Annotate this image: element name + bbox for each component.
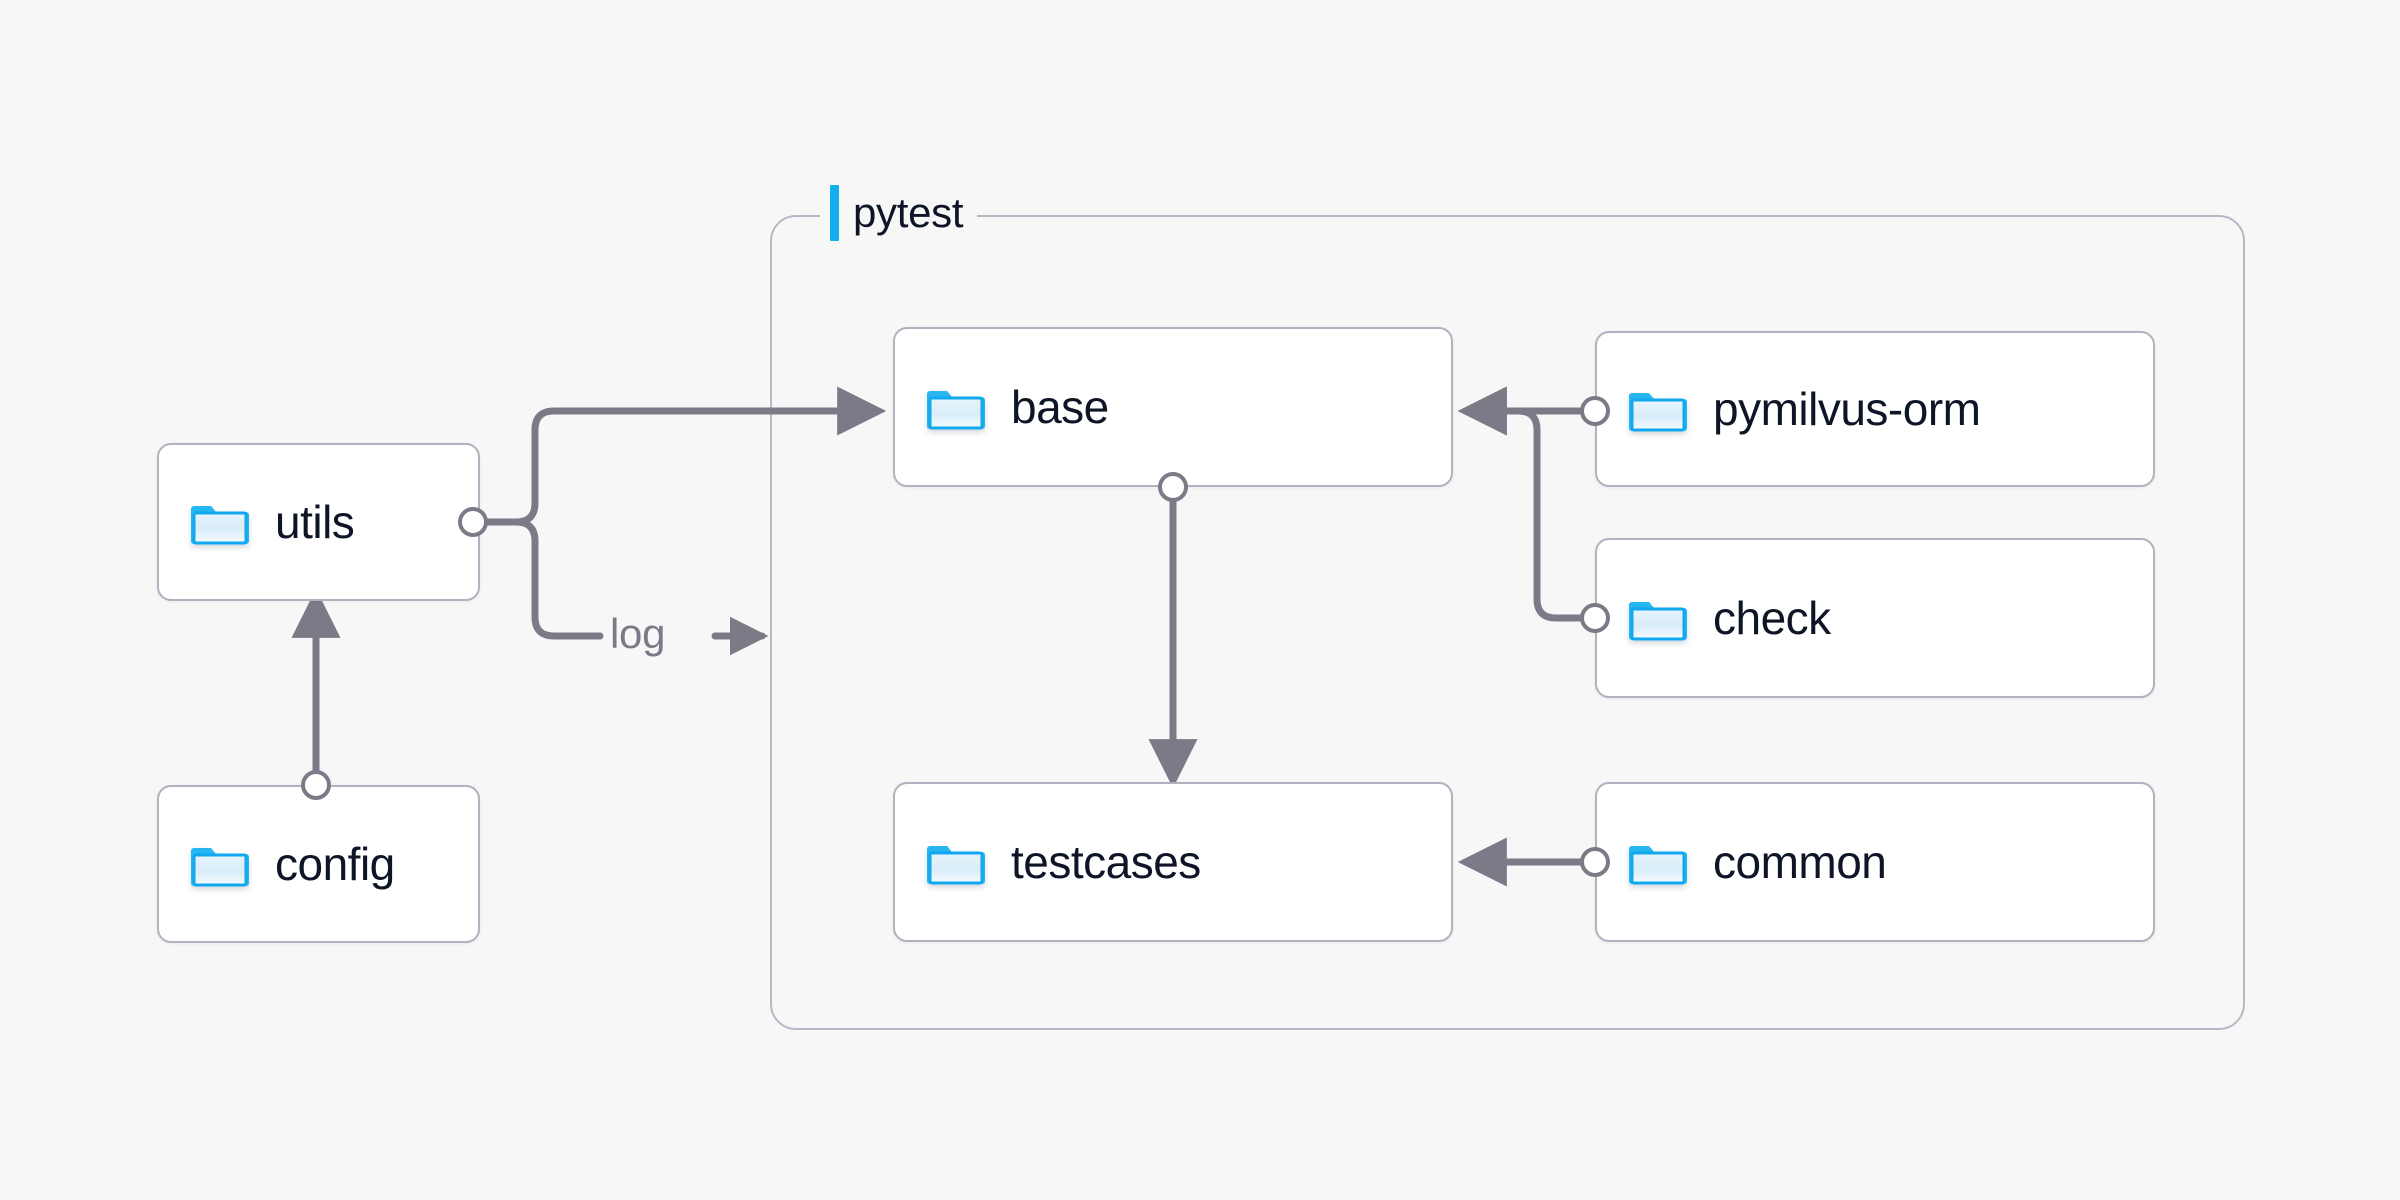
group-container-pytest[interactable] xyxy=(770,215,2245,1030)
node-label-pymilvus-orm: pymilvus-orm xyxy=(1713,383,1981,435)
folder-icon xyxy=(927,391,985,430)
folder-icon xyxy=(191,848,249,887)
node-utils[interactable]: utils xyxy=(157,443,480,601)
folder-icon xyxy=(1629,602,1687,641)
node-testcases-content: testcases xyxy=(927,837,1201,887)
node-testcases[interactable]: testcases xyxy=(893,782,1453,942)
folder-icon xyxy=(191,506,249,545)
group-label-text: pytest xyxy=(853,189,964,236)
node-base-content: base xyxy=(927,382,1109,432)
group-label-pytest[interactable]: pytest xyxy=(820,182,978,244)
node-label-check: check xyxy=(1713,592,1831,644)
node-config-content: config xyxy=(191,839,395,889)
node-base[interactable]: base xyxy=(893,327,1453,487)
node-label-config: config xyxy=(275,838,395,890)
group-accent-bar xyxy=(830,185,839,241)
folder-icon xyxy=(1629,393,1687,432)
node-label-base: base xyxy=(1011,381,1109,433)
edge-utils-log xyxy=(484,518,604,640)
edge-label-log: log xyxy=(604,613,672,655)
node-utils-content: utils xyxy=(191,496,355,548)
node-label-utils: utils xyxy=(275,496,355,548)
node-check-content: check xyxy=(1629,593,1831,643)
port-config-top[interactable] xyxy=(301,770,331,800)
port-base-bottom[interactable] xyxy=(1158,472,1188,502)
port-utils-right[interactable] xyxy=(458,507,488,537)
port-common-left[interactable] xyxy=(1580,847,1610,877)
node-common-content: common xyxy=(1629,836,1887,888)
node-label-common: common xyxy=(1713,836,1887,888)
node-pymilvus-orm-content: pymilvus-orm xyxy=(1629,383,1981,435)
folder-icon xyxy=(1629,846,1687,885)
node-check[interactable]: check xyxy=(1595,538,2155,698)
folder-icon xyxy=(927,846,985,885)
node-label-testcases: testcases xyxy=(1011,836,1201,888)
node-pymilvus-orm[interactable]: pymilvus-orm xyxy=(1595,331,2155,487)
node-common[interactable]: common xyxy=(1595,782,2155,942)
port-check-left[interactable] xyxy=(1580,603,1610,633)
node-config[interactable]: config xyxy=(157,785,480,943)
port-pymilvus-orm-left[interactable] xyxy=(1580,396,1610,426)
